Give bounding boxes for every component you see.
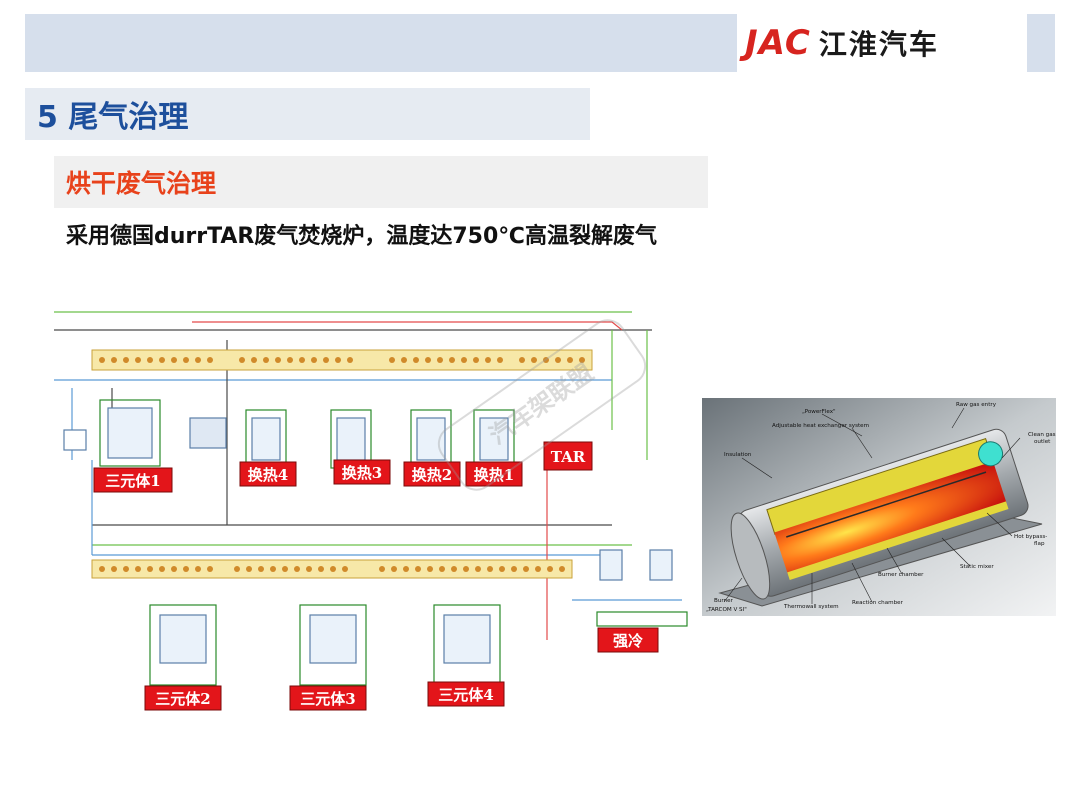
watermark: 汽车架联盟 [437, 319, 647, 491]
upper-unit-trim [99, 399, 515, 469]
label-flap: flap [1034, 541, 1045, 547]
label-burner: Burner [714, 598, 734, 604]
lower-units [159, 549, 673, 664]
label-burner-chamber: Burner chamber [878, 572, 924, 578]
ternary3-label: 三元体3 [289, 685, 367, 711]
jac-logo: JAC 江淮汽车 [737, 14, 1027, 72]
heat3-text: 换热3 [342, 464, 382, 482]
label-clean-gas: Clean gas [1028, 432, 1056, 438]
incinerator-photo: Raw gas entry „PowerFlex" Adjustable hea… [702, 398, 1056, 616]
subsection-heading: 烘干废气治理 [54, 156, 708, 208]
callout-lines [723, 407, 1021, 604]
heat1-text: 换热1 [474, 466, 514, 484]
process-diagram: 三元体1 换热4 换热3 换热2 换热1 TAR 三元体2 三元体3 三元体4 … [54, 311, 688, 711]
subsection-title: 烘干废气治理 [66, 169, 217, 198]
label-raw-gas-entry: Raw gas entry [956, 402, 997, 408]
cooling-label: 强冷 [597, 627, 659, 653]
heat2-text: 换热2 [412, 466, 452, 484]
label-insulation: Insulation [724, 452, 752, 458]
label-adjustable: Adjustable heat exchanger system [772, 423, 869, 429]
middle-piping [91, 460, 682, 640]
ternary2-label: 三元体2 [144, 685, 222, 711]
ternary1-text: 三元体1 [105, 472, 160, 490]
heat4-text: 换热4 [248, 466, 288, 484]
description-text: 采用德国durrTAR废气焚烧炉，温度达750℃高温裂解废气 [66, 224, 657, 249]
ternary3-text: 三元体3 [300, 690, 355, 708]
label-reaction-chamber: Reaction chamber [852, 600, 904, 606]
ternary4-text: 三元体4 [438, 686, 493, 704]
label-tarcom: „TARCOM V SI" [706, 607, 747, 613]
label-powerflex: „PowerFlex" [802, 409, 836, 415]
logo-en: JAC [745, 23, 811, 63]
label-hot-bypass: Hot bypass- [1014, 534, 1047, 540]
section-heading: 5 尾气治理 [25, 88, 590, 140]
upper-units [63, 407, 509, 461]
label-static-mixer: Static mixer [960, 564, 994, 570]
top-heater-row [91, 349, 593, 371]
photo-labels: Raw gas entry „PowerFlex" Adjustable hea… [706, 402, 1056, 613]
ternary1-label: 三元体1 [93, 467, 173, 493]
cooling-text: 强冷 [613, 632, 643, 650]
label-thermowall: Thermowall system [783, 604, 839, 610]
tar-label: TAR [543, 441, 593, 471]
ternary4-label: 三元体4 [427, 681, 505, 707]
section-title: 5 尾气治理 [37, 100, 189, 135]
lower-heater-row [91, 559, 573, 579]
watermark-text: 汽车架联盟 [484, 358, 598, 450]
heat1-label: 换热1 [465, 461, 523, 487]
heat4-label: 换热4 [239, 461, 297, 487]
label-outlet: outlet [1034, 439, 1051, 445]
top-piping [54, 311, 652, 525]
ternary2-text: 三元体2 [155, 690, 210, 708]
heat3-label: 换热3 [333, 459, 391, 485]
tar-text: TAR [551, 448, 586, 466]
logo-cn: 江淮汽车 [818, 28, 939, 61]
heat2-label: 换热2 [403, 461, 461, 487]
